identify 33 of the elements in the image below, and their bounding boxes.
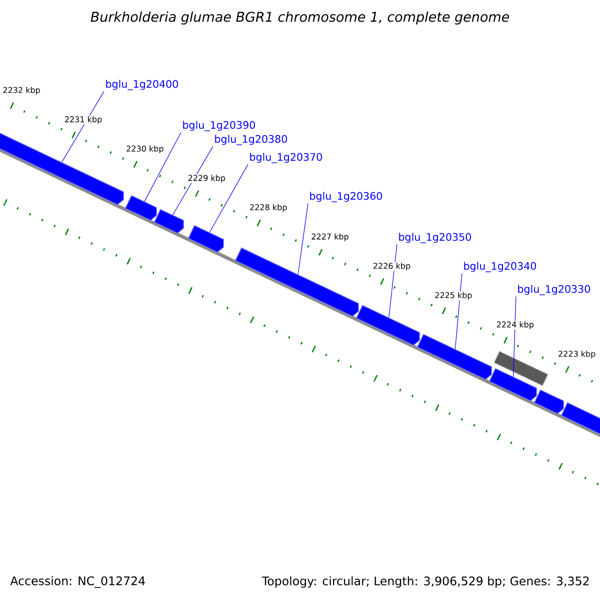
gene-label: bglu_1g20390	[183, 120, 255, 132]
gene-label: bglu_1g20400	[106, 80, 178, 90]
leader-line	[144, 132, 182, 202]
scale-label: 2224 kbp	[496, 320, 534, 330]
leader-line	[454, 273, 462, 350]
scale-label: 2223 kbp	[558, 350, 596, 359]
gene-label: bglu_1g20370	[250, 152, 322, 164]
title: Burkholderia glumae BGR1 chromosome 1, complete genome	[90, 11, 510, 25]
scale-label: 2232 kbp	[2, 86, 41, 96]
leader-line	[388, 244, 398, 318]
leader-line	[209, 164, 248, 233]
leader-line	[172, 146, 214, 216]
leader-line	[62, 91, 104, 162]
gene-feature	[560, 402, 600, 435]
gene-feature	[0, 132, 124, 206]
leader-line	[298, 203, 308, 275]
scale-label: 2229 kbp	[187, 174, 226, 183]
gene-feature	[124, 195, 157, 221]
scale-label: 2226 kbp	[372, 262, 412, 271]
leader-line	[512, 296, 516, 377]
gene-feature	[188, 225, 224, 253]
gene-label: bglu_1g20340	[464, 262, 536, 272]
gene-label: bglu_1g20350	[399, 232, 471, 244]
genome-info-text: Topology: circular; Length: 3,906,529 bp; Genes: 3,352	[262, 576, 589, 588]
gene-label: bglu_1g20360	[310, 192, 382, 202]
gene-label: bglu_1g20330	[518, 284, 590, 296]
scale-label: 2228 kbp	[249, 204, 288, 212]
scale-label: 2225 kbp	[434, 291, 473, 300]
scale-label: 2231 kbp	[64, 116, 103, 124]
gene-label: bglu_1g20380	[215, 134, 287, 146]
accession-text: Accession: NC_012724	[10, 576, 145, 588]
gene-feature	[488, 368, 537, 402]
scale-label: 2230 kbp	[126, 144, 164, 154]
